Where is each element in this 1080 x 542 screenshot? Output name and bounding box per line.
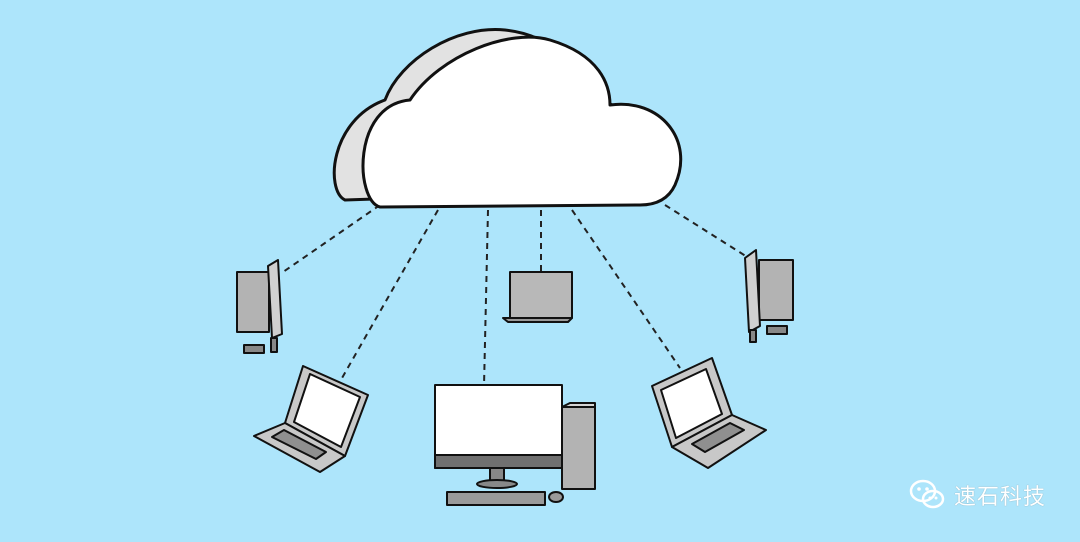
laptop-screen: [509, 271, 573, 319]
computer-tower: [561, 406, 596, 490]
laptop-display: [660, 368, 723, 439]
desktop-tower-right-icon: [744, 249, 794, 343]
watermark-text: 速石科技: [953, 485, 1046, 510]
tower-stand: [270, 337, 278, 353]
connector-left-laptop: [341, 209, 439, 379]
laptop-display: [293, 373, 361, 448]
laptop-left-icon: [253, 365, 369, 473]
cloud-body: [361, 35, 683, 209]
cloud-icon: [332, 28, 683, 209]
tower-monitor: [267, 259, 283, 339]
connector-lines: [282, 204, 753, 387]
laptop-keys: [271, 429, 327, 460]
laptop-right-icon: [651, 357, 767, 469]
tower-case: [758, 259, 794, 321]
monitor-bezel: [434, 454, 563, 469]
wechat-icon: [909, 479, 945, 509]
tower-keyboard: [766, 325, 788, 335]
tower-stand: [749, 329, 757, 343]
laptop-base: [502, 317, 573, 323]
desktop-computer-icon: [434, 384, 596, 506]
keyboard: [446, 491, 546, 506]
desktop-tower-left-icon: [236, 259, 283, 354]
mouse: [548, 491, 564, 503]
computer-tower-side: [561, 402, 596, 408]
connector-left-tower: [282, 204, 381, 273]
tower-keyboard: [243, 344, 265, 354]
connector-right-laptop: [571, 209, 681, 369]
tower-case: [236, 271, 270, 333]
connector-right-tower: [664, 204, 753, 261]
laptop-small-icon: [502, 271, 573, 323]
watermark: 速石科技: [908, 478, 1046, 512]
connector-center-desktop: [483, 209, 489, 387]
laptop-keys: [691, 422, 745, 453]
tower-monitor: [744, 249, 761, 333]
monitor-base: [476, 479, 518, 489]
